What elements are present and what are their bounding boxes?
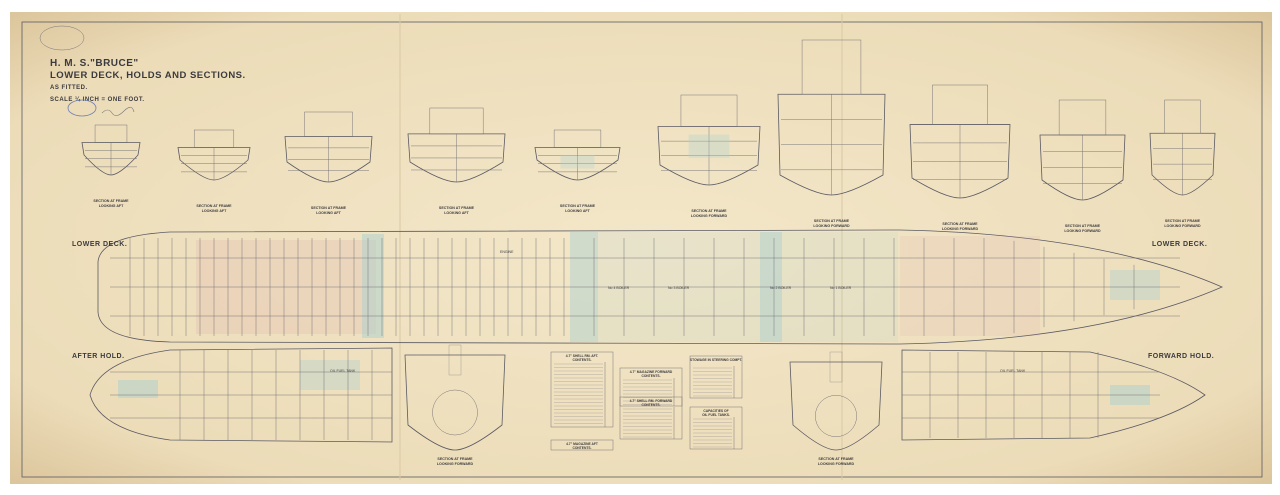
table-subtitle: CONTENTS. (641, 403, 660, 407)
table-subtitle: CONTENTS. (572, 358, 591, 362)
table-subtitle: CONTENTS. (641, 374, 660, 378)
boiler-label-1: No 1 BOILER (830, 286, 852, 290)
status-label: AS FITTED. (50, 85, 88, 91)
section-view-label: LOOKING AFT (316, 211, 341, 215)
title-block: H. M. S."BRUCE" LOWER DECK, HOLDS AND SE… (39, 25, 246, 117)
section-caption: SECTION AT FRAME (560, 204, 596, 208)
section-view-label: LOOKING FORWARD (942, 227, 979, 231)
section-caption: SECTION AT FRAME (814, 219, 850, 223)
stamp-top (39, 25, 85, 51)
section-caption: SECTION AT FRAME (1065, 224, 1101, 228)
section-view-label: LOOKING AFT (202, 209, 227, 213)
table-title: 4.7" SHELL RM. FORWARD (630, 399, 673, 403)
forward-hold-label: FORWARD HOLD. (1148, 353, 1214, 360)
section-view-label: LOOKING FORWARD (1064, 229, 1101, 233)
section-caption: SECTION AT FRAME (311, 206, 347, 210)
section-view-label: LOOKING FORWARD (1164, 224, 1201, 228)
ship-title: H. M. S."BRUCE" (50, 58, 139, 69)
table-subtitle: OIL FUEL TANKS. (702, 413, 730, 417)
lower-deck-plan: LOWER DECK. LOWER DECK. No 4 BOILER No 3… (72, 229, 1224, 345)
section-caption: SECTION AT FRAME (942, 222, 978, 226)
drawing-subtitle: LOWER DECK, HOLDS AND SECTIONS. (50, 70, 246, 81)
signature (101, 106, 135, 116)
contents-table: STOWAGE IN STEERING COMPT. (689, 355, 743, 399)
section-caption: SECTION AT FRAME (439, 206, 475, 210)
section-caption: SECTION AT FRAME (196, 204, 232, 208)
section-view-label: LOOKING AFT (565, 209, 590, 213)
section-view-label: LOOKING FORWARD (813, 224, 850, 228)
section-view-label: LOOKING FORWARD (691, 214, 728, 218)
section-view-label: LOOKING FORWARD (818, 462, 855, 466)
forward-hold-fuel-label: OIL FUEL TANK (1000, 369, 1026, 373)
table-title: 4.7" MAGAZINE AFT (566, 442, 598, 446)
lower-deck-label-right: LOWER DECK. (1152, 241, 1207, 248)
lower-deck-label-left: LOWER DECK. (72, 241, 127, 248)
table-subtitle: CONTENTS. (572, 446, 591, 450)
table-title: 4.7" SHELL RM. AFT. (566, 354, 599, 358)
boiler-label-4: No 4 BOILER (608, 286, 630, 290)
stamp-oval (67, 99, 97, 117)
section-view-label: LOOKING FORWARD (437, 462, 474, 466)
contents-tables: 4.7" SHELL RM. AFT.CONTENTS.4.7" MAGAZIN… (550, 351, 743, 451)
forward-hold-outline (901, 349, 1206, 441)
section-caption: SECTION AT FRAME (1165, 219, 1201, 223)
table-title: 4.7" MAGAZINE FORWARD (630, 370, 673, 374)
after-hold-label: AFTER HOLD. (72, 353, 125, 360)
boiler-label-2: No 2 BOILER (770, 286, 792, 290)
contents-table: 4.7" SHELL RM. AFT.CONTENTS. (550, 351, 614, 428)
section-caption: SECTION AT FRAME (437, 457, 473, 461)
after-hold-fuel-label: OIL FUEL TANK (330, 369, 356, 373)
drawing-border (21, 21, 1263, 478)
table-title: CAPACITIES OF (703, 409, 728, 413)
engine-label: ENGINE (500, 250, 514, 254)
paper-background (10, 12, 1272, 484)
lower-deck-hull (97, 229, 1224, 345)
section-caption: SECTION AT FRAME (93, 199, 129, 203)
boiler-label-3: No 3 BOILER (668, 286, 690, 290)
after-hold-plan: AFTER HOLD. OIL FUEL TANK (72, 347, 393, 443)
section-view-label: LOOKING AFT (444, 211, 469, 215)
forward-hold-plan: FORWARD HOLD. OIL FUEL TANK (901, 349, 1214, 441)
scale-label: SCALE ¼ INCH = ONE FOOT. (50, 96, 145, 103)
section-view-label: LOOKING AFT (99, 204, 124, 208)
section-caption: SECTION AT FRAME (691, 209, 727, 213)
table-title: STOWAGE IN STEERING COMPT. (690, 358, 742, 362)
section-caption: SECTION AT FRAME (818, 457, 854, 461)
